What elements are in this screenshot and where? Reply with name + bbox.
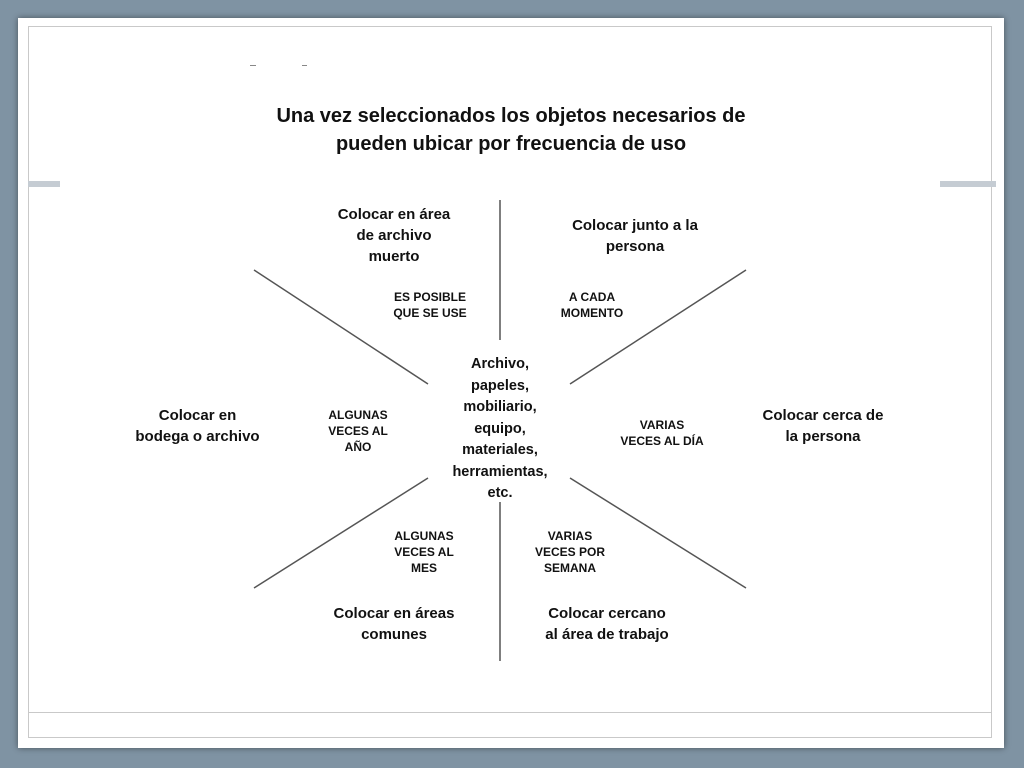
frequency-line: ALGUNAS (394, 529, 454, 543)
action-line: muerto (368, 248, 420, 265)
frequency-bottom-left: ALGUNAS VECES AL MES (372, 528, 476, 576)
left-accent-bar (28, 181, 60, 187)
action-line: Colocar cercano (548, 605, 666, 622)
slide-frame (28, 26, 992, 738)
frequency-right: VARIAS VECES AL DÍA (598, 417, 726, 449)
footer-divider (28, 712, 992, 713)
action-left: Colocar en bodega o archivo (110, 405, 285, 447)
frequency-line: ES POSIBLE (393, 290, 467, 304)
action-line: Colocar junto a la (572, 217, 698, 234)
action-bottom-right: Colocar cercano al área de trabajo (512, 603, 702, 645)
slide: Una vez seleccionados los objetos necesa… (18, 18, 1004, 748)
frequency-line: VECES AL (394, 545, 454, 559)
divider-lower-right (569, 477, 747, 589)
frequency-line: QUE SE USE (393, 306, 467, 320)
right-accent-bar (940, 181, 996, 187)
center-line: materiales, (462, 442, 538, 458)
divider-lower-left (253, 477, 429, 589)
frequency-line: VECES AL (328, 424, 388, 438)
decorative-tick (250, 65, 256, 66)
frequency-top-left: ES POSIBLE QUE SE USE (370, 289, 490, 321)
decorative-tick (302, 65, 307, 66)
action-line: Colocar en (158, 407, 237, 424)
center-line: mobiliario, (463, 399, 537, 415)
action-top-right: Colocar junto a la persona (540, 215, 730, 257)
action-line: persona (605, 238, 665, 255)
center-items: Archivo, papeles, mobiliario, equipo, ma… (430, 354, 570, 505)
frequency-line: MOMENTO (560, 306, 624, 320)
action-line: bodega o archivo (135, 428, 260, 445)
action-line: Colocar en áreas (333, 605, 455, 622)
center-line: etc. (487, 485, 513, 501)
frequency-line: VARIAS (547, 529, 593, 543)
frequency-line: AÑO (344, 440, 372, 454)
frequency-line: A CADA (568, 290, 616, 304)
center-line: Archivo, (470, 356, 529, 372)
action-line: la persona (785, 428, 861, 445)
action-line: comunes (361, 626, 427, 643)
frequency-bottom-right: VARIAS VECES POR SEMANA (514, 528, 626, 576)
center-line: herramientas, (452, 463, 548, 480)
slide-title: Una vez seleccionados los objetos necesa… (18, 102, 1004, 158)
center-line: equipo, (474, 420, 526, 437)
action-line: al área de trabajo (545, 626, 669, 643)
action-bottom-left: Colocar en áreas comunes (299, 603, 489, 645)
frequency-line: VECES AL DÍA (620, 434, 704, 448)
frequency-left: ALGUNAS VECES AL AÑO (306, 407, 410, 455)
title-line-2: pueden ubicar por frecuencia de uso (335, 133, 687, 155)
frequency-top-right: A CADA MOMENTO (534, 289, 650, 321)
title-line-1: Una vez seleccionados los objetos necesa… (276, 105, 746, 127)
frequency-line: ALGUNAS (328, 408, 388, 422)
frequency-line: SEMANA (543, 561, 596, 575)
action-line: Colocar en área (337, 206, 451, 223)
action-line: Colocar cerca de (762, 407, 884, 424)
divider-upper-left (253, 269, 429, 385)
action-line: de archivo (356, 227, 432, 244)
diagram-lines (253, 200, 747, 661)
frequency-line: VARIAS (639, 418, 685, 432)
action-right: Colocar cerca de la persona (738, 405, 908, 447)
action-top-left: Colocar en área de archivo muerto (304, 204, 484, 267)
center-line: papeles, (470, 377, 530, 394)
frequency-line: MES (410, 561, 437, 575)
divider-upper-right (569, 269, 747, 385)
frequency-line: VECES POR (534, 545, 606, 559)
